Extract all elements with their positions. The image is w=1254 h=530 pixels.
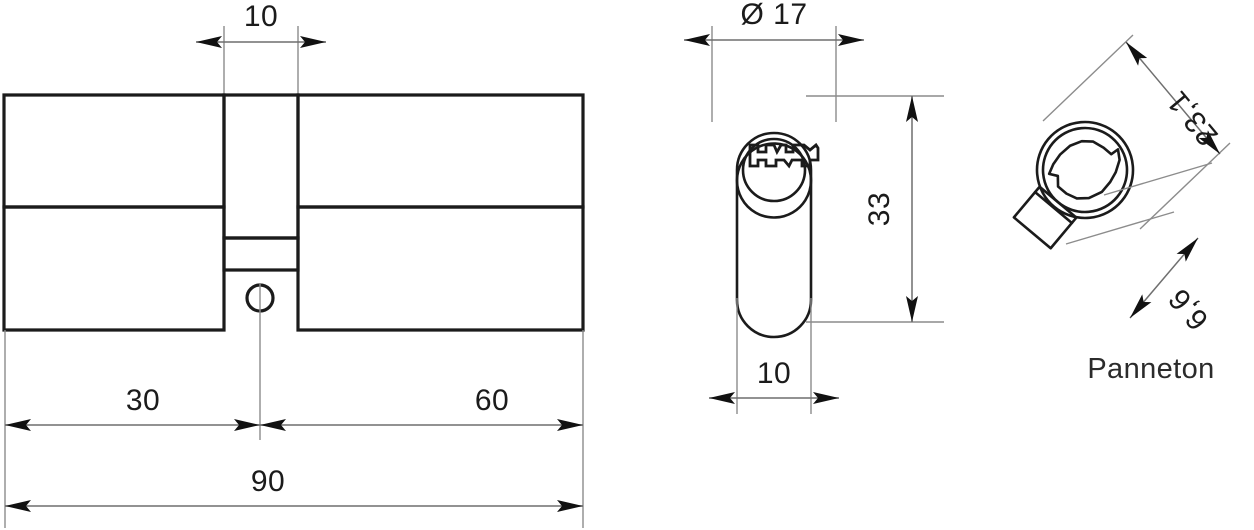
dimension-label-body-width: 10 — [757, 357, 791, 390]
cam-tab — [1012, 185, 1078, 250]
barrel-head-inner-circle — [741, 137, 807, 203]
diameter-extension-lines — [711, 26, 837, 122]
dimension-label-left-length: 30 — [126, 384, 160, 417]
dimension-body-width: 10 — [709, 357, 839, 404]
side-view-extension-lines — [4, 330, 584, 528]
cam-view-group: 23,1 6,6 Panneton — [1012, 34, 1231, 385]
dimension-label-cam-width: 10 — [244, 0, 278, 33]
front-view-group: Ø 17 33 10 — [684, 0, 944, 414]
dimension-cam-overall: 23,1 — [1125, 41, 1225, 155]
cam-tab-lower — [222, 236, 300, 272]
cam-outer-ring — [1035, 120, 1135, 220]
cylinder-body-lower-left — [2, 205, 226, 332]
side-view-group: 10 30 60 90 — [2, 0, 585, 528]
dimension-head-diameter: Ø 17 — [684, 0, 864, 46]
cylinder-body-lower-right — [296, 205, 585, 332]
cam-overall-extension-lines — [1042, 34, 1231, 230]
height-reference-lines — [806, 95, 944, 323]
dimension-label-head-diameter: Ø 17 — [740, 0, 807, 31]
keyway-profile — [748, 142, 820, 169]
dimension-total-length: 90 — [5, 465, 583, 512]
dimension-label-right-length: 60 — [475, 384, 509, 417]
cylinder-body-upper-right — [296, 93, 585, 209]
body-width-extension-lines — [736, 298, 812, 414]
dimension-label-profile-height: 33 — [863, 192, 896, 226]
dimension-profile-height: 33 — [863, 96, 918, 322]
cam-inner-ring — [1041, 126, 1129, 214]
dimension-right-length: 60 — [260, 384, 583, 431]
cam-tab-inner-edge — [1033, 190, 1074, 225]
cam-view-caption: Panneton — [1087, 353, 1214, 385]
dimension-cam-width: 10 — [196, 0, 326, 48]
cam-width-extension-lines — [223, 26, 299, 100]
dimension-cam-thickness: 6,6 — [1129, 237, 1215, 336]
dimension-label-cam-thickness: 6,6 — [1162, 282, 1215, 336]
cam-tab-upper — [222, 93, 300, 240]
cam-thickness-extension-lines — [1065, 162, 1213, 245]
euro-profile-silhouette — [735, 131, 813, 339]
dimension-left-length: 30 — [5, 384, 260, 431]
dimension-label-total-length: 90 — [251, 465, 285, 498]
cam-body — [1012, 120, 1135, 250]
cam-central-bore — [1047, 139, 1121, 200]
cylinder-body-upper-left — [2, 93, 226, 209]
